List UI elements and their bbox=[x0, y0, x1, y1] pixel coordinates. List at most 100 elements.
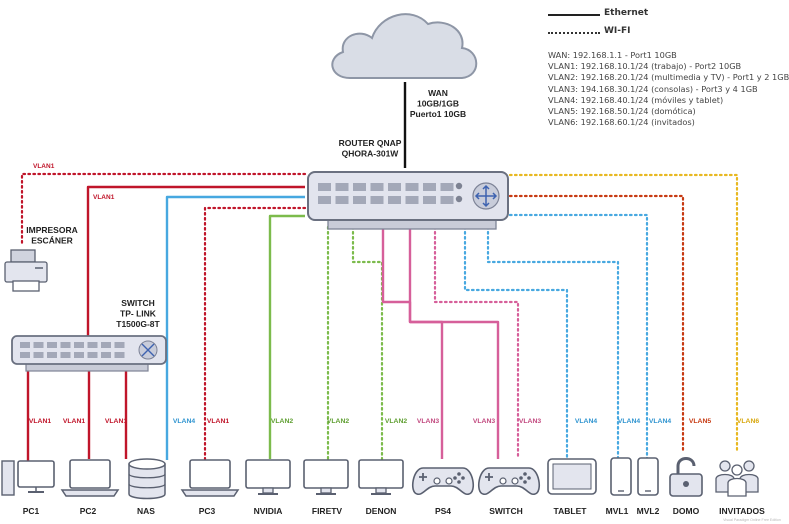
links bbox=[20, 172, 739, 462]
router-port bbox=[318, 196, 331, 204]
switch-port bbox=[47, 342, 57, 348]
mvl1-label: MVL1 bbox=[606, 506, 629, 516]
switch-label-line: SWITCH bbox=[121, 298, 155, 308]
vlan-address-list: WAN: 192.168.1.1 - Port1 10GB VLAN1: 192… bbox=[548, 50, 789, 128]
router-device bbox=[307, 171, 509, 230]
denon-link bbox=[351, 225, 384, 461]
ip-line: VLAN1: 192.168.10.1/24 (trabajo) - Port2… bbox=[548, 61, 742, 72]
switch-port bbox=[60, 342, 71, 348]
firetv-device: FIRETV bbox=[303, 459, 349, 516]
guests-icon bbox=[715, 460, 759, 497]
firetv-vlan-label: VLAN2 bbox=[327, 418, 350, 425]
legend-ethernet: Ethernet bbox=[548, 8, 784, 26]
pc1-device: PC1 bbox=[1, 460, 55, 516]
switch-label-line: T1500G-8T bbox=[116, 319, 160, 329]
cloud-icon bbox=[331, 13, 478, 79]
switch-port bbox=[33, 342, 44, 348]
watermark: Visual Paradigm Online Free Edition bbox=[723, 518, 781, 522]
tablet-link bbox=[463, 225, 569, 461]
tablet-vlan-label: VLAN4 bbox=[575, 418, 598, 425]
denon-label: DENON bbox=[366, 506, 397, 516]
switch-port bbox=[74, 342, 84, 348]
ip-line: VLAN3: 194.168.30.1/24 (consolas) - Port… bbox=[548, 83, 758, 94]
invitados-device: INVITADOS bbox=[715, 460, 765, 516]
switch-port bbox=[114, 352, 125, 358]
nas-storage-icon bbox=[128, 458, 166, 500]
router-port bbox=[440, 196, 454, 204]
monitor-icon bbox=[245, 459, 291, 495]
router-port bbox=[353, 183, 366, 191]
switch-uplink-link bbox=[86, 185, 305, 336]
legend-wifi: WI-FI bbox=[548, 26, 784, 44]
ps4-label: PS4 bbox=[435, 506, 451, 516]
switch-port bbox=[101, 352, 111, 358]
switch-port bbox=[20, 352, 30, 358]
switch-port bbox=[33, 352, 44, 358]
router-led bbox=[455, 182, 463, 190]
gamepad-icon bbox=[477, 467, 541, 496]
mvl2-vlan-label: VLAN4 bbox=[649, 418, 672, 425]
domo-vlan-label: VLAN5 bbox=[689, 418, 712, 425]
printer-label-line: ESCÁNER bbox=[31, 236, 73, 246]
router-port bbox=[388, 183, 401, 191]
monitor-icon bbox=[358, 459, 404, 495]
router-port bbox=[353, 196, 366, 204]
wifi-line-swatch bbox=[548, 32, 600, 34]
laptop-icon bbox=[180, 459, 240, 497]
ip-line: VLAN4: 192.168.40.1/24 (móviles y tablet… bbox=[548, 94, 724, 105]
domo-device: DOMO bbox=[669, 457, 703, 516]
mvl2-label: MVL2 bbox=[637, 506, 660, 516]
switch-port bbox=[87, 342, 98, 348]
monitor-icon bbox=[303, 459, 349, 495]
mvl2-device: MVL2 bbox=[637, 457, 660, 516]
pc2-label: PC2 bbox=[80, 506, 97, 516]
tablet-device: TABLET bbox=[547, 458, 597, 516]
firetv-label: FIRETV bbox=[312, 506, 343, 516]
ip-line: VLAN5: 192.168.50.1/24 (domótica) bbox=[548, 106, 696, 117]
pc2-device: PC2 bbox=[60, 459, 120, 516]
laptop-icon bbox=[60, 459, 120, 497]
invitados-vlan-label: VLAN6 bbox=[737, 418, 760, 425]
ethernet-line-swatch bbox=[548, 14, 600, 16]
nvidia-label: NVIDIA bbox=[254, 506, 283, 516]
legend-wifi-label: WI-FI bbox=[604, 26, 631, 36]
pc3-vlan-label: VLAN1 bbox=[207, 418, 230, 425]
ps4-vlan-label: VLAN3 bbox=[417, 418, 440, 425]
denon-vlan-label: VLAN2 bbox=[385, 418, 408, 425]
nvidia-link bbox=[268, 214, 305, 459]
switch-console-link bbox=[408, 227, 500, 459]
padlock-icon bbox=[669, 457, 703, 497]
router-port bbox=[440, 183, 454, 191]
nas-uplink-link bbox=[165, 195, 305, 460]
invitados-link bbox=[503, 173, 739, 454]
mvl1-vlan-label: VLAN4 bbox=[618, 418, 641, 425]
router-port bbox=[388, 196, 401, 204]
router-port bbox=[423, 196, 436, 204]
pc3-link bbox=[203, 206, 307, 461]
wan-label-line: 10GB/1GB bbox=[417, 99, 459, 109]
switch-wifi-link bbox=[433, 225, 520, 461]
switch-label-line: TP- LINK bbox=[120, 309, 157, 319]
nas-vlan-label: VLAN1 bbox=[105, 418, 128, 425]
printer-vlan-label: VLAN1 bbox=[33, 163, 55, 170]
tablet-icon bbox=[547, 458, 597, 495]
switch-console-device: SWITCH bbox=[477, 467, 541, 516]
ip-line: VLAN6: 192.168.60.1/24 (invitados) bbox=[548, 117, 695, 128]
nas-device: NAS bbox=[128, 458, 166, 516]
switch-arrows-icon bbox=[141, 343, 155, 357]
ip-line: VLAN2: 192.168.20.1/24 (multimedia y TV)… bbox=[548, 72, 789, 83]
router-arrows-icon bbox=[474, 184, 498, 208]
router-port bbox=[405, 183, 419, 191]
gamepad-icon bbox=[411, 467, 475, 496]
switch-console-vlan-label: VLAN3 bbox=[473, 418, 496, 425]
switch-port bbox=[87, 352, 98, 358]
desktop-pc-icon bbox=[1, 460, 55, 496]
switch-port bbox=[20, 342, 30, 348]
pc1-label: PC1 bbox=[23, 506, 40, 516]
router-port bbox=[335, 183, 349, 191]
